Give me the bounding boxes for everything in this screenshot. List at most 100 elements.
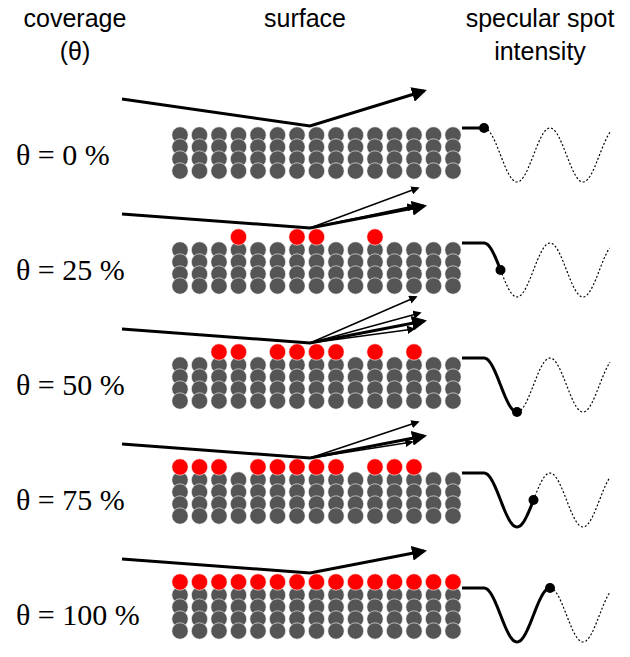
substrate-atom <box>191 278 207 294</box>
adsorbate-atom <box>172 574 188 590</box>
substrate-atom <box>406 508 422 524</box>
intensity-marker <box>479 123 489 133</box>
substrate-atom <box>289 393 305 409</box>
substrate-atom <box>250 623 266 639</box>
substrate-atom <box>211 393 227 409</box>
substrate-atom <box>308 163 324 179</box>
substrate-atom <box>445 623 461 639</box>
electron-beam <box>122 551 424 573</box>
adsorbate-atom <box>289 344 305 360</box>
coverage-label: θ = 50 % <box>16 367 125 403</box>
adsorbate-atom <box>328 459 344 475</box>
substrate-atom <box>386 163 402 179</box>
adsorbate-atom <box>308 344 324 360</box>
coverage-row <box>122 297 610 417</box>
substrate-atom <box>347 278 363 294</box>
adsorbate-atom <box>289 459 305 475</box>
substrate-atom <box>367 623 383 639</box>
substrate-atom <box>425 508 441 524</box>
adsorbate-atom <box>230 229 246 245</box>
substrate-atom <box>347 508 363 524</box>
adsorbate-atom <box>367 344 383 360</box>
adsorbate-atom <box>425 574 441 590</box>
substrate-atom <box>191 163 207 179</box>
substrate-atom <box>308 508 324 524</box>
substrate-atom <box>406 278 422 294</box>
scattered-beam <box>310 206 414 228</box>
adsorbate-atom <box>308 574 324 590</box>
substrate-atom <box>289 278 305 294</box>
substrate-atom <box>406 393 422 409</box>
adsorbate-atom <box>211 344 227 360</box>
substrate-atom <box>347 163 363 179</box>
adsorbate-atom <box>328 344 344 360</box>
adsorbate-atom <box>386 459 402 475</box>
substrate-atom <box>230 508 246 524</box>
substrate-atom <box>172 393 188 409</box>
substrate-atom <box>445 393 461 409</box>
substrate-atom <box>269 163 285 179</box>
adsorbate-atom <box>367 459 383 475</box>
intensity-dotted <box>534 473 610 527</box>
substrate-atom <box>211 278 227 294</box>
substrate-atom <box>386 278 402 294</box>
substrate-atom <box>328 163 344 179</box>
substrate-atom <box>445 278 461 294</box>
substrate-atom <box>211 163 227 179</box>
substrate-atom <box>211 623 227 639</box>
adsorbate-atom <box>211 574 227 590</box>
coverage-row <box>122 551 610 642</box>
coverage-label: θ = 100 % <box>16 597 140 633</box>
adsorbate-atom <box>269 344 285 360</box>
coverage-row <box>122 91 610 182</box>
substrate-atom <box>367 163 383 179</box>
substrate-atom <box>386 508 402 524</box>
substrate-atom <box>230 278 246 294</box>
electron-beam <box>122 206 424 228</box>
scattered-beam <box>310 442 412 458</box>
electron-beam <box>122 436 424 458</box>
adsorbate-atom <box>230 574 246 590</box>
substrate-atom <box>308 623 324 639</box>
substrate-atom <box>347 393 363 409</box>
coverage-label: θ = 75 % <box>16 482 125 518</box>
intensity-dotted <box>550 588 610 642</box>
coverage-row <box>122 188 610 297</box>
adsorbate-atom <box>386 574 402 590</box>
adsorbate-atom <box>308 229 324 245</box>
adsorbate-atom <box>406 459 422 475</box>
substrate-atom <box>269 393 285 409</box>
intensity-dotted <box>501 243 610 297</box>
substrate-atom <box>172 163 188 179</box>
coverage-label: θ = 0 % <box>16 137 110 173</box>
intensity-marker <box>496 265 506 275</box>
substrate-atom <box>328 623 344 639</box>
substrate-atom <box>386 393 402 409</box>
substrate-atom <box>445 163 461 179</box>
intensity-curve <box>462 358 517 412</box>
intensity-dotted <box>484 128 610 182</box>
adsorbate-atom <box>308 459 324 475</box>
adsorbate-atom <box>406 574 422 590</box>
intensity-dotted <box>517 358 610 412</box>
adsorbate-atom <box>191 574 207 590</box>
substrate-atom <box>230 393 246 409</box>
column-heading: specular spot intensity <box>450 2 630 68</box>
substrate-atom <box>367 278 383 294</box>
substrate-atom <box>406 163 422 179</box>
adsorbate-atom <box>289 574 305 590</box>
adsorbate-atom <box>406 344 422 360</box>
substrate-atom <box>269 278 285 294</box>
substrate-atom <box>191 508 207 524</box>
scattered-beam <box>310 188 418 228</box>
substrate-atom <box>230 623 246 639</box>
adsorbate-atom <box>250 459 266 475</box>
substrate-atom <box>289 508 305 524</box>
substrate-atom <box>425 623 441 639</box>
substrate-atom <box>445 508 461 524</box>
substrate-atom <box>425 163 441 179</box>
substrate-atom <box>191 623 207 639</box>
adsorbate-atom <box>367 574 383 590</box>
substrate-atom <box>250 508 266 524</box>
